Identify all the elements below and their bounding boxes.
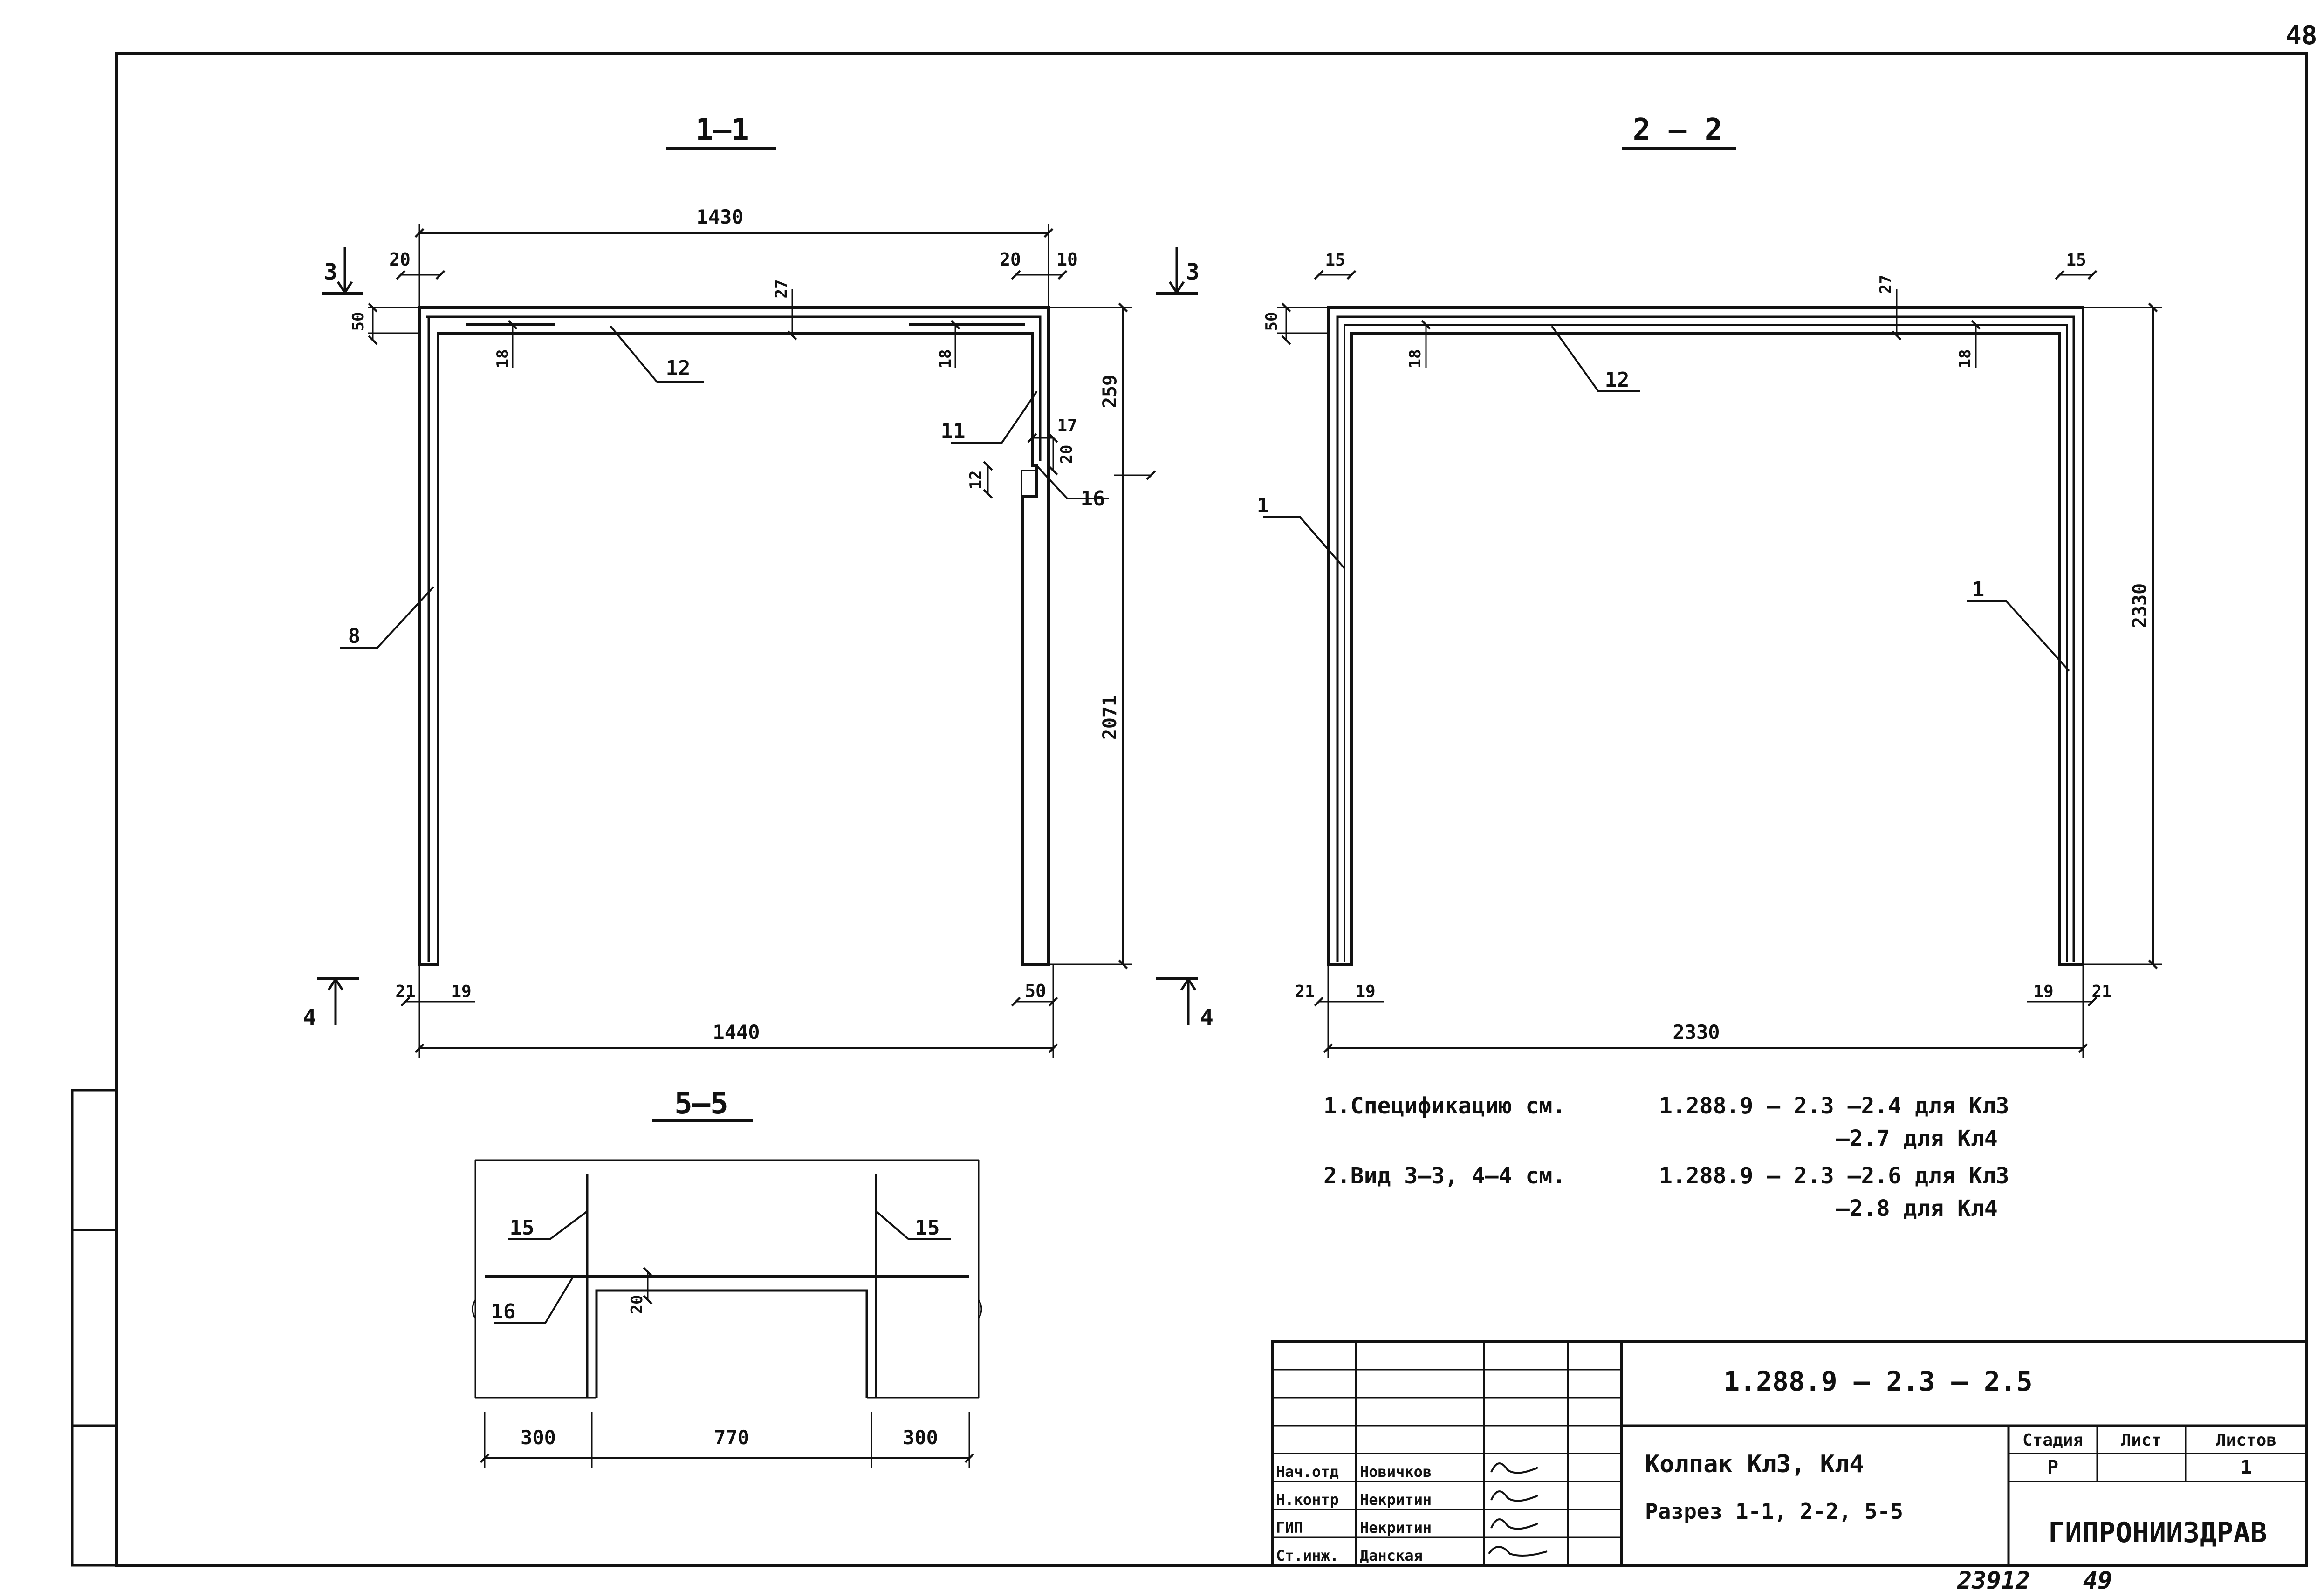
sheets-value: 1 bbox=[2241, 1457, 2252, 1478]
dim-20-5-5: 20 bbox=[628, 1295, 646, 1314]
note-1-ref2: –2.7 для Кл4 bbox=[1836, 1126, 1998, 1152]
dim-2071: 2071 bbox=[1099, 695, 1121, 740]
callout-15-right: 15 bbox=[915, 1216, 940, 1240]
note-2-ref: 1.288.9 – 2.3 –2.6 для Кл3 bbox=[1659, 1163, 2009, 1189]
callout-1-right: 1 bbox=[1972, 578, 1985, 601]
note-1-ref: 1.288.9 – 2.3 –2.4 для Кл3 bbox=[1659, 1093, 2009, 1119]
dim-50-bottom: 50 bbox=[1025, 981, 1046, 1001]
binding-strip bbox=[71, 1089, 118, 1567]
svg-text:3: 3 bbox=[324, 259, 337, 285]
dim-27-2-2: 27 bbox=[1877, 275, 1895, 294]
dim-19-right-2-2: 19 bbox=[2033, 982, 2053, 1001]
sheet-header: Лист bbox=[2121, 1431, 2162, 1450]
sig-name-1: Новичков bbox=[1360, 1463, 1432, 1481]
dim-2330-height: 2330 bbox=[2129, 583, 2151, 628]
archive-sheet: 49 bbox=[2083, 1567, 2112, 1591]
title-block: 1.288.9 – 2.3 – 2.5 Колпак Кл3, Кл4 Разр… bbox=[1271, 1340, 2308, 1567]
dim-15-left: 15 bbox=[1325, 251, 1345, 270]
dim-18-right-2-2: 18 bbox=[1956, 349, 1974, 369]
title-line-1: Колпак Кл3, Кл4 bbox=[1645, 1450, 1864, 1478]
svg-text:4: 4 bbox=[303, 1004, 316, 1031]
section-2-2: 2 — 2 15 15 50 27 18 18 12 1 1 bbox=[1257, 113, 2162, 1058]
sig-name-4: Данская bbox=[1360, 1547, 1423, 1564]
dim-770: 770 bbox=[714, 1426, 749, 1449]
callout-15-left: 15 bbox=[510, 1216, 535, 1240]
dim-15-right: 15 bbox=[2066, 251, 2086, 270]
section-1-1: 1—1 1430 20 20 10 50 27 18 18 bbox=[303, 113, 1213, 1058]
section-1-1-outline bbox=[418, 306, 1050, 966]
dim-21-left-2-2: 21 bbox=[1295, 982, 1315, 1001]
dim-17: 17 bbox=[1057, 416, 1077, 435]
sig-role-1: Нач.отд bbox=[1276, 1463, 1339, 1481]
section-2-2-outline bbox=[1327, 306, 2084, 966]
sheets-header: Листов bbox=[2216, 1431, 2276, 1450]
section-1-1-title: 1—1 bbox=[695, 113, 749, 147]
dim-2330-width: 2330 bbox=[1673, 1021, 1720, 1044]
dim-1430: 1430 bbox=[696, 205, 743, 228]
sig-name-3: Некритин bbox=[1360, 1519, 1432, 1536]
dim-19-left-2-2: 19 bbox=[1355, 982, 1375, 1001]
section-marker-4-left: 4 bbox=[303, 977, 359, 1031]
callout-8: 8 bbox=[348, 624, 361, 648]
dim-21-right-2-2: 21 bbox=[2091, 982, 2111, 1001]
dim-18-right: 18 bbox=[936, 349, 955, 369]
dim-12-step: 12 bbox=[967, 471, 985, 490]
notes: 1.Спецификацию см. 1.288.9 – 2.3 –2.4 дл… bbox=[1323, 1093, 2009, 1222]
stage-header: Стадия bbox=[2022, 1431, 2083, 1450]
dim-21-bottom: 21 bbox=[395, 982, 415, 1001]
dim-1440: 1440 bbox=[713, 1021, 760, 1044]
note-1-label: 1.Спецификацию см. bbox=[1323, 1093, 1566, 1119]
svg-text:3: 3 bbox=[1186, 259, 1200, 285]
dim-50-2-2: 50 bbox=[1262, 312, 1281, 331]
svg-text:4: 4 bbox=[1200, 1004, 1213, 1031]
dim-18-left-2-2: 18 bbox=[1406, 349, 1425, 369]
callout-12: 12 bbox=[666, 356, 691, 380]
title-line-2: Разрез 1-1, 2-2, 5-5 bbox=[1645, 1499, 1903, 1524]
dim-259: 259 bbox=[1099, 375, 1121, 408]
signature-marks bbox=[1488, 1462, 1548, 1557]
document-code: 1.288.9 – 2.3 – 2.5 bbox=[1723, 1366, 2032, 1397]
dim-27: 27 bbox=[772, 280, 791, 299]
dim-20-left: 20 bbox=[389, 249, 411, 270]
section-marker-3-right: 3 bbox=[1156, 247, 1200, 295]
organization: ГИПРОНИИЗДРАВ bbox=[2048, 1516, 2267, 1549]
sheet-frame bbox=[115, 52, 2308, 1567]
sig-role-2: Н.контр bbox=[1276, 1491, 1339, 1509]
page-number: 48 bbox=[2286, 20, 2317, 51]
dim-19-bottom: 19 bbox=[451, 982, 471, 1001]
archive-number: 23912 bbox=[1957, 1567, 2030, 1591]
note-2-label: 2.Вид 3–3, 4–4 см. bbox=[1323, 1163, 1566, 1189]
callout-1-left: 1 bbox=[1257, 494, 1269, 518]
note-2-ref2: –2.8 для Кл4 bbox=[1836, 1195, 1998, 1222]
section-marker-4-right: 4 bbox=[1156, 977, 1213, 1031]
sig-role-4: Ст.инж. bbox=[1276, 1547, 1339, 1564]
dim-50-top: 50 bbox=[349, 312, 368, 331]
dim-300-left: 300 bbox=[521, 1426, 556, 1449]
sig-name-2: Некритин bbox=[1360, 1491, 1432, 1509]
dim-300-right: 300 bbox=[903, 1426, 938, 1449]
callout-16-5-5: 16 bbox=[491, 1300, 516, 1324]
dim-20-right: 20 bbox=[1000, 249, 1021, 270]
callout-11: 11 bbox=[941, 419, 966, 443]
stage-value: Р bbox=[2047, 1457, 2058, 1478]
section-5-5-title: 5—5 bbox=[674, 1086, 728, 1121]
dim-20-step: 20 bbox=[1057, 445, 1076, 464]
section-marker-3-left: 3 bbox=[322, 247, 363, 295]
section-5-5: 5—5 20 15 15 16 300 770 300 bbox=[472, 1086, 982, 1468]
sig-role-3: ГИП bbox=[1276, 1519, 1303, 1536]
section-2-2-title: 2 — 2 bbox=[1633, 113, 1723, 147]
callout-16: 16 bbox=[1081, 487, 1105, 511]
callout-12-2-2: 12 bbox=[1605, 368, 1630, 392]
dim-10-right: 10 bbox=[1056, 249, 1078, 270]
dim-18-left: 18 bbox=[494, 349, 512, 369]
